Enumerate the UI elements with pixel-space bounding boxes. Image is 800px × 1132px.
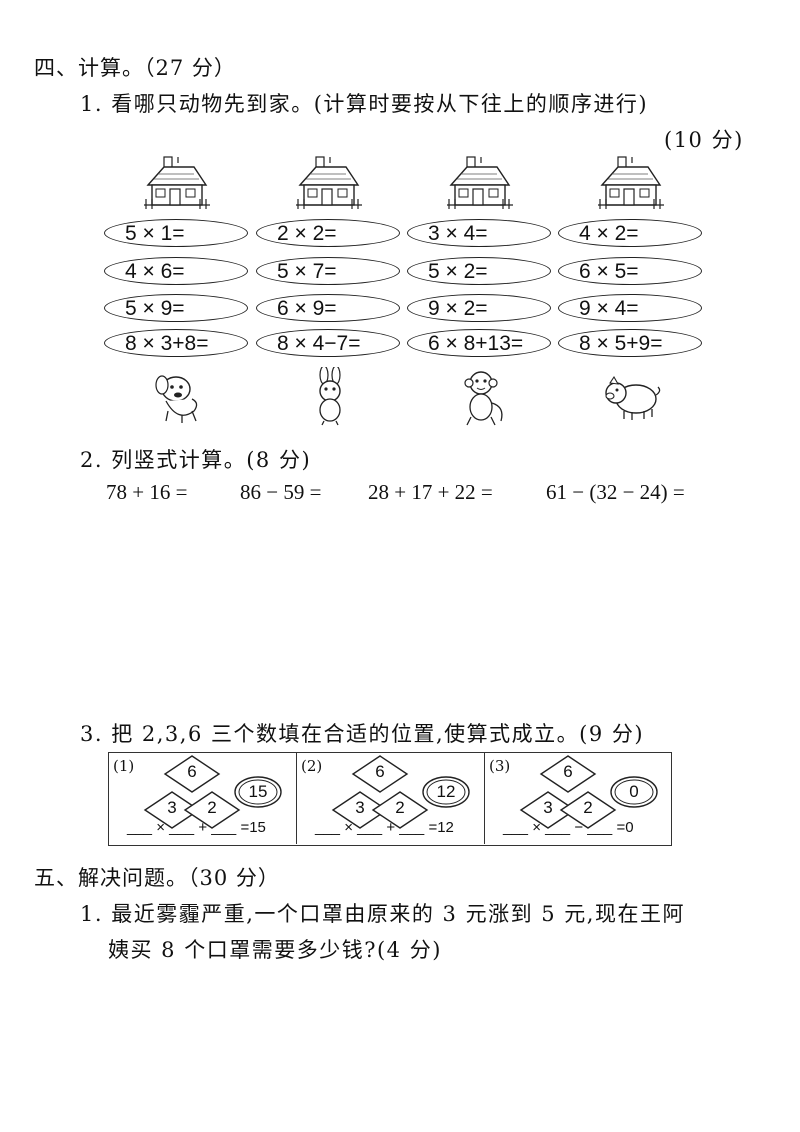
- target-number: 12: [436, 782, 456, 801]
- house-icon: [296, 156, 362, 210]
- panel-label: (3): [489, 757, 511, 775]
- diamond-box: [163, 755, 221, 793]
- diamond-number: 3: [543, 798, 553, 817]
- vertical-calc-problem: 28 + 17 + 22 =: [368, 480, 493, 504]
- rabbit-icon: [319, 367, 341, 426]
- section-four-title: 四、计算。（27 分）: [34, 56, 236, 80]
- house-icon: [598, 156, 664, 210]
- question-2-text: 2. 列竖式计算。(8 分): [80, 448, 312, 472]
- equation-line: ___ × ___ + ___ =15: [127, 819, 266, 836]
- question-1-text: 1. 看哪只动物先到家。(计算时要按从下往上的顺序进行): [80, 92, 649, 116]
- expression-oval: 8 × 4−7=: [256, 329, 400, 357]
- diamond-box: [183, 791, 241, 829]
- diamond-number: 6: [563, 762, 573, 781]
- diamond-number: 3: [355, 798, 365, 817]
- target-circle: [234, 776, 282, 808]
- expression-oval: 3 × 4=: [407, 219, 551, 247]
- expression-oval: 5 × 2=: [407, 257, 551, 285]
- diamond-number: 2: [583, 798, 593, 817]
- diamond-number: 3: [167, 798, 177, 817]
- diamond-box: [331, 791, 389, 829]
- puzzle-box: (1) 6 3 2 15 ___ × ___ + ___ =15 (2) 6 3…: [108, 752, 672, 846]
- vertical-calc-problem: 86 − 59 =: [240, 480, 322, 504]
- diamond-box: [351, 755, 409, 793]
- problem-1-line-2: 姨买 8 个口罩需要多少钱?(4 分): [108, 938, 442, 962]
- diamond-box: [371, 791, 429, 829]
- puzzle-panel-2: (2) 6 3 2 12 ___ × ___ + ___ =12: [297, 753, 485, 844]
- diamond-box: [143, 791, 201, 829]
- target-circle: [422, 776, 470, 808]
- expression-oval: 4 × 2=: [558, 219, 702, 247]
- expression-oval: 5 × 1=: [104, 219, 248, 247]
- diamond-number: 6: [375, 762, 385, 781]
- puzzle-panel-1: (1) 6 3 2 15 ___ × ___ + ___ =15: [109, 753, 297, 844]
- section-five-title: 五、解决问题。（30 分）: [34, 866, 280, 890]
- expression-oval: 4 × 6=: [104, 257, 248, 285]
- problem-1-line-1: 1. 最近雾霾严重,一个口罩由原来的 3 元涨到 5 元,现在王阿: [80, 902, 685, 926]
- expression-oval: 9 × 2=: [407, 294, 551, 322]
- vertical-calc-problem: 78 + 16 =: [106, 480, 188, 504]
- expression-oval: 9 × 4=: [558, 294, 702, 322]
- equation-line: ___ × ___ + ___ =12: [315, 819, 454, 836]
- vertical-calc-problem: 61 − (32 − 24) =: [546, 480, 685, 504]
- dog-icon: [155, 375, 198, 423]
- expression-oval: 8 × 3+8=: [104, 329, 248, 357]
- expression-oval: 6 × 5=: [558, 257, 702, 285]
- diamond-box: [539, 755, 597, 793]
- pig-icon: [605, 375, 661, 420]
- diamond-box: [559, 791, 617, 829]
- monkey-icon: [464, 371, 503, 426]
- target-number: 15: [248, 782, 268, 801]
- question-1-score: (10 分): [664, 128, 744, 152]
- expression-oval: 6 × 9=: [256, 294, 400, 322]
- diamond-number: 6: [187, 762, 197, 781]
- expression-oval: 5 × 9=: [104, 294, 248, 322]
- question-3-text: 3. 把 2,3,6 三个数填在合适的位置,使算式成立。(9 分): [80, 722, 645, 746]
- diamond-box: [519, 791, 577, 829]
- diamond-number: 2: [207, 798, 217, 817]
- target-circle: [610, 776, 658, 808]
- expression-oval: 8 × 5+9=: [558, 329, 702, 357]
- panel-label: (1): [113, 757, 135, 775]
- puzzle-panel-3: (3) 6 3 2 0 ___ × ___ − ___ =0: [485, 753, 672, 844]
- house-icon: [447, 156, 513, 210]
- diamond-number: 2: [395, 798, 405, 817]
- equation-line: ___ × ___ − ___ =0: [503, 819, 634, 836]
- expression-oval: 2 × 2=: [256, 219, 400, 247]
- expression-oval: 6 × 8+13=: [407, 329, 551, 357]
- target-number: 0: [629, 782, 639, 801]
- expression-oval: 5 × 7=: [256, 257, 400, 285]
- house-icon: [144, 156, 210, 210]
- panel-label: (2): [301, 757, 323, 775]
